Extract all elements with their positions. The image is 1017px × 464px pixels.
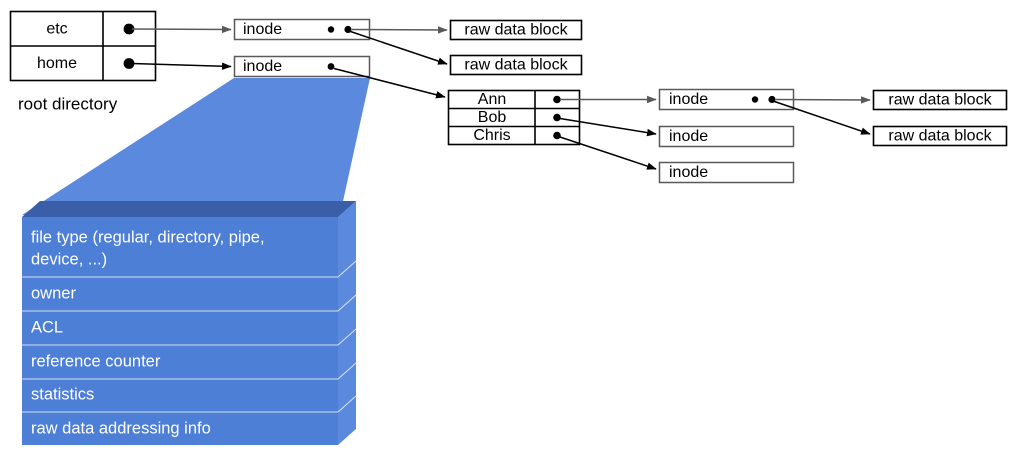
connector-inode-home-to-home-dir: [333, 67, 446, 99]
root-entry-pointer-etc-dot: [123, 23, 135, 35]
home-entry-name-bob: Bob: [478, 109, 507, 126]
home-directory-row-ann[interactable]: Ann: [478, 91, 561, 108]
connector-inode-ann-to-raw-1: [775, 96, 871, 104]
stack-row-statistics: statistics: [31, 385, 94, 403]
home-entry-pointer-ann-dot: [553, 95, 561, 104]
inode-detail-stack: file type (regular, directory, pipe, dev…: [22, 78, 370, 445]
raw-data-block-left-1-label: raw data block: [464, 22, 568, 39]
inode-box-bob[interactable]: inode: [658, 125, 795, 148]
stack-row-file-type-line2: device, ...): [31, 250, 107, 268]
inode-box-home-pointer-dot-1: [327, 63, 335, 70]
root-directory-row-home[interactable]: home: [37, 55, 135, 72]
home-entry-pointer-chris-dot: [553, 131, 561, 140]
inode-box-etc-label: inode: [243, 21, 282, 38]
connector-inode-ann-to-raw-2: [772, 100, 871, 135]
raw-data-block-right-1[interactable]: raw data block: [872, 89, 1008, 111]
root-entry-name-home: home: [37, 55, 77, 72]
connector-etc-to-inode: [131, 25, 232, 34]
inode-box-ann[interactable]: inode: [658, 88, 795, 111]
inode-box-home[interactable]: inode: [233, 55, 371, 78]
home-directory-row-chris[interactable]: Chris: [473, 127, 561, 144]
inode-box-bob-label: inode: [669, 128, 708, 145]
raw-data-block-right-1-label: raw data block: [888, 92, 992, 109]
stack-top-face: [22, 201, 356, 217]
raw-data-block-left-1[interactable]: raw data block: [449, 19, 583, 41]
connector-inode-etc-to-raw-1: [351, 26, 448, 34]
stack-row-owner: owner: [31, 284, 76, 302]
connector-chris-to-inode: [559, 136, 657, 170]
connector-inode-etc-to-raw-2: [348, 30, 448, 65]
home-directory-table: Ann Bob Chris: [447, 89, 581, 146]
inode-box-etc-pointer-dot-1: [327, 26, 335, 33]
connectors: [131, 25, 871, 170]
stack-row-raw-data-addressing-info: raw data addressing info: [31, 419, 211, 437]
inode-box-ann-label: inode: [669, 91, 708, 108]
raw-data-block-right-2-label: raw data block: [888, 128, 992, 145]
root-entry-name-etc: etc: [46, 21, 67, 38]
inode-zoom-wedge: [22, 78, 370, 215]
home-entry-name-ann: Ann: [478, 91, 506, 108]
raw-data-block-left-2[interactable]: raw data block: [449, 54, 583, 76]
root-entry-pointer-home-dot: [123, 58, 135, 69]
root-directory-caption: root directory: [18, 94, 118, 113]
home-entry-pointer-bob-dot: [553, 113, 561, 122]
connector-home-to-inode: [131, 62, 232, 70]
stack-row-file-type-line1: file type (regular, directory, pipe,: [31, 228, 265, 246]
root-directory-row-etc[interactable]: etc: [46, 21, 135, 38]
root-directory-table: etc home: [9, 10, 157, 82]
raw-data-block-right-2[interactable]: raw data block: [872, 125, 1008, 147]
stack-side-face: [338, 201, 356, 445]
raw-data-block-left-2-label: raw data block: [464, 57, 568, 74]
inode-box-chris[interactable]: inode: [658, 161, 795, 184]
inode-box-chris-label: inode: [669, 164, 708, 181]
inode-box-etc[interactable]: inode: [233, 18, 371, 41]
home-entry-name-chris: Chris: [473, 127, 510, 144]
inode-box-ann-pointer-dot-1: [751, 96, 759, 103]
inode-box-home-label: inode: [243, 58, 282, 75]
home-directory-row-bob[interactable]: Bob: [478, 109, 561, 126]
connector-bob-to-inode: [559, 117, 657, 137]
stack-row-acl: ACL: [31, 318, 63, 336]
stack-front-face: [22, 217, 338, 445]
stack-row-reference-counter: reference counter: [31, 352, 161, 370]
